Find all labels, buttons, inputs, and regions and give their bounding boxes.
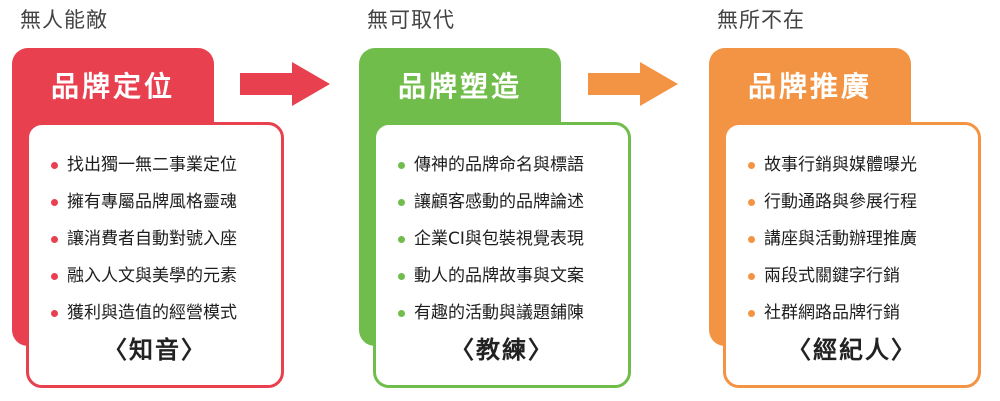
list-item: 兩段式關鍵字行銷 xyxy=(748,258,970,295)
column-heading: 無所不在 xyxy=(717,8,805,32)
role-tagline: 〈教練〉 xyxy=(450,336,554,364)
role-tagline: 〈知音〉 xyxy=(103,336,207,364)
bullet-dot-icon xyxy=(398,162,405,169)
list-item: 傳神的品牌命名與標語 xyxy=(398,147,620,184)
list-item: 獲利與造值的經營模式 xyxy=(51,295,273,332)
bullet-dot-icon xyxy=(398,273,405,280)
list-item-text: 擁有專屬品牌風格靈魂 xyxy=(67,192,237,212)
list-item-text: 找出獨一無二事業定位 xyxy=(67,155,237,175)
item-list: 故事行銷與媒體曝光 行動通路與參展行程 講座與活動辦理推廣 兩段式關鍵字行銷 社… xyxy=(748,147,970,332)
right-arrow-icon xyxy=(588,62,678,106)
bullet-dot-icon xyxy=(398,199,405,206)
list-item-text: 有趣的活動與議題鋪陳 xyxy=(414,303,584,323)
bullet-dot-icon xyxy=(51,273,58,280)
column-brand-promotion: 無所不在 品牌推廣 故事行銷與媒體曝光 行動通路與參展行程 講座與活動辦理推廣 … xyxy=(705,0,985,401)
list-item-text: 講座與活動辦理推廣 xyxy=(764,229,917,249)
item-list: 傳神的品牌命名與標語 讓顧客感動的品牌論述 企業CI與包裝視覺表現 動人的品牌故… xyxy=(398,147,620,332)
column-brand-building: 無可取代 品牌塑造 傳神的品牌命名與標語 讓顧客感動的品牌論述 企業CI與包裝視… xyxy=(355,0,635,401)
bullet-dot-icon xyxy=(748,273,755,280)
list-item-text: 讓顧客感動的品牌論述 xyxy=(414,192,584,212)
bullet-dot-icon xyxy=(748,236,755,243)
list-item: 行動通路與參展行程 xyxy=(748,184,970,221)
content-card: 故事行銷與媒體曝光 行動通路與參展行程 講座與活動辦理推廣 兩段式關鍵字行銷 社… xyxy=(723,122,981,388)
bullet-dot-icon xyxy=(398,310,405,317)
list-item: 擁有專屬品牌風格靈魂 xyxy=(51,184,273,221)
role-tagline: 〈經紀人〉 xyxy=(787,336,917,364)
column-heading: 無人能敵 xyxy=(20,8,108,32)
list-item-text: 獲利與造值的經營模式 xyxy=(67,303,237,323)
column-heading: 無可取代 xyxy=(367,8,455,32)
bullet-dot-icon xyxy=(748,199,755,206)
list-item: 讓顧客感動的品牌論述 xyxy=(398,184,620,221)
bullet-dot-icon xyxy=(398,236,405,243)
list-item-text: 融入人文與美學的元素 xyxy=(67,266,237,286)
column-title: 品牌定位 xyxy=(50,70,175,103)
list-item: 有趣的活動與議題鋪陳 xyxy=(398,295,620,332)
list-item-text: 傳神的品牌命名與標語 xyxy=(414,155,584,175)
list-item-text: 讓消費者自動對號入座 xyxy=(67,229,237,249)
bullet-dot-icon xyxy=(748,310,755,317)
list-item-text: 故事行銷與媒體曝光 xyxy=(764,155,917,175)
bullet-dot-icon xyxy=(51,310,58,317)
list-item: 社群網路品牌行銷 xyxy=(748,295,970,332)
list-item: 找出獨一無二事業定位 xyxy=(51,147,273,184)
list-item-text: 行動通路與參展行程 xyxy=(764,192,917,212)
content-card: 找出獨一無二事業定位 擁有專屬品牌風格靈魂 讓消費者自動對號入座 融入人文與美學… xyxy=(26,122,284,388)
list-item: 企業CI與包裝視覺表現 xyxy=(398,221,620,258)
content-card: 傳神的品牌命名與標語 讓顧客感動的品牌論述 企業CI與包裝視覺表現 動人的品牌故… xyxy=(373,122,631,388)
right-arrow-icon xyxy=(240,62,330,106)
column-title: 品牌推廣 xyxy=(747,70,872,103)
bullet-dot-icon xyxy=(51,162,58,169)
list-item: 故事行銷與媒體曝光 xyxy=(748,147,970,184)
list-item: 動人的品牌故事與文案 xyxy=(398,258,620,295)
column-title: 品牌塑造 xyxy=(397,70,522,103)
list-item-text: 社群網路品牌行銷 xyxy=(764,303,900,323)
column-brand-positioning: 無人能敵 品牌定位 找出獨一無二事業定位 擁有專屬品牌風格靈魂 讓消費者自動對號… xyxy=(8,0,288,401)
bullet-dot-icon xyxy=(748,162,755,169)
list-item-text: 企業CI與包裝視覺表現 xyxy=(414,229,584,249)
item-list: 找出獨一無二事業定位 擁有專屬品牌風格靈魂 讓消費者自動對號入座 融入人文與美學… xyxy=(51,147,273,332)
list-item: 融入人文與美學的元素 xyxy=(51,258,273,295)
list-item-text: 兩段式關鍵字行銷 xyxy=(764,266,900,286)
list-item: 讓消費者自動對號入座 xyxy=(51,221,273,258)
bullet-dot-icon xyxy=(51,199,58,206)
list-item: 講座與活動辦理推廣 xyxy=(748,221,970,258)
bullet-dot-icon xyxy=(51,236,58,243)
list-item-text: 動人的品牌故事與文案 xyxy=(414,266,584,286)
